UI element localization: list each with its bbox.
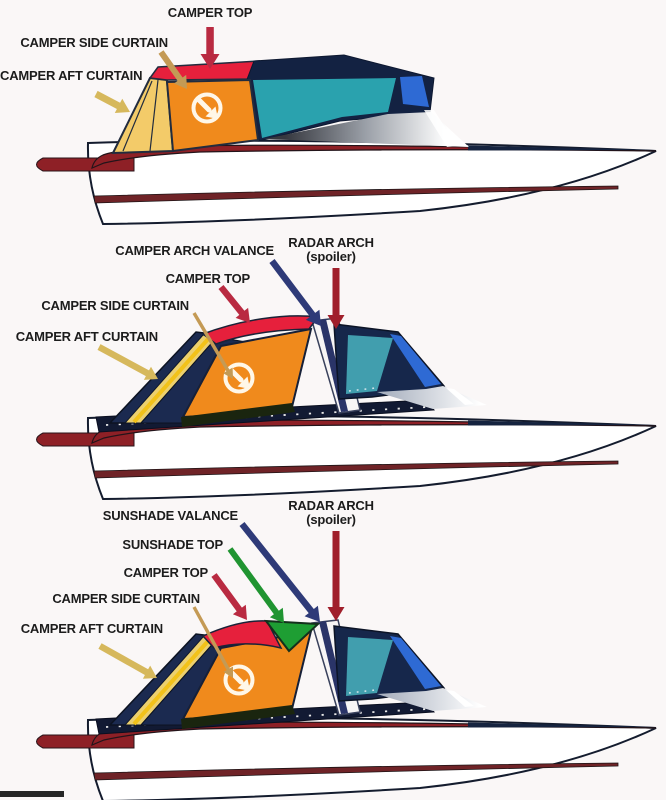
label-camper-aft-curtain: CAMPER AFT CURTAIN [3,622,163,636]
label-text: CAMPER TOP [167,5,253,20]
aft-curtain-seams [122,79,159,152]
arrow-radar-arch [327,531,345,621]
label-text: CAMPER TOP [165,271,251,286]
label-radar-arch: RADAR ARCH (spoiler) [271,236,391,263]
label-camper-side-curtain: CAMPER SIDE CURTAIN [29,299,189,313]
label-camper-side-curtain: CAMPER SIDE CURTAIN [40,592,200,606]
label-text: CAMPER TOP [123,565,209,580]
arrow-sunshade-top [227,547,284,623]
label-camper-top: CAMPER TOP [48,565,209,580]
label-text: RADAR ARCH [288,235,374,250]
camper-aft-curtain-panel [111,76,175,155]
label-text: CAMPER AFT CURTAIN [20,621,163,636]
label-text: SUNSHADE TOP [122,537,223,552]
label-camper-arch-valance: CAMPER ARCH VALANCE [74,244,274,258]
label-camper-aft-curtain: CAMPER AFT CURTAIN [0,330,158,344]
label-text: CAMPER AFT CURTAIN [15,329,158,344]
camper-top-panel [201,620,283,650]
label-text: SUNSHADE VALANCE [102,508,238,523]
label-sunshade-top: SUNSHADE TOP [63,538,223,552]
label-camper-aft-curtain: CAMPER AFT CURTAIN [0,69,142,83]
label-text: CAMPER AFT CURTAIN [0,68,143,83]
label-camper-side-curtain: CAMPER SIDE CURTAIN [0,36,168,50]
label-radar-arch: RADAR ARCH (spoiler) [271,499,391,526]
boat-radar-arch-configuration [35,259,657,500]
arrow-camper-aft-curtain [98,643,157,679]
boat-sunshade-configuration [35,522,657,800]
arrow-camper-top [218,285,250,323]
camper-top-panel [201,315,320,345]
label-camper-top: CAMPER TOP [90,271,251,286]
arrow-sunshade-valance [239,522,320,622]
image-edge-artifact [0,791,64,797]
cockpit-window-teal [253,78,396,138]
arrow-camper-arch-valance [269,259,321,326]
label-sunshade-valance: SUNSHADE VALANCE [78,509,238,523]
arrow-camper-top [211,573,247,620]
label-text: CAMPER SIDE CURTAIN [52,591,200,606]
sunshade-top-panel [263,619,321,653]
arrow-radar-arch [327,268,345,329]
label-text: CAMPER SIDE CURTAIN [41,298,189,313]
arrow-camper-aft-curtain [97,344,158,380]
arrow-camper-top [200,27,220,69]
arrow-camper-side-curtain [158,50,187,89]
windshield-divider [424,110,457,147]
bow-windshield-glass [264,112,469,147]
label-camper-top: CAMPER TOP [130,6,290,20]
label-text: CAMPER SIDE CURTAIN [20,35,168,50]
arrow-camper-aft-curtain [94,90,130,113]
arrow-camper-side-curtain [192,606,233,678]
arrow-camper-side-curtain [192,312,233,379]
label-subtext: (spoiler) [306,248,356,264]
label-subtext: (spoiler) [306,511,356,527]
label-text: RADAR ARCH [288,498,374,513]
label-text: CAMPER ARCH VALANCE [115,243,274,258]
boat-camper-configuration [35,27,657,225]
cockpit-window-blue [400,76,429,107]
